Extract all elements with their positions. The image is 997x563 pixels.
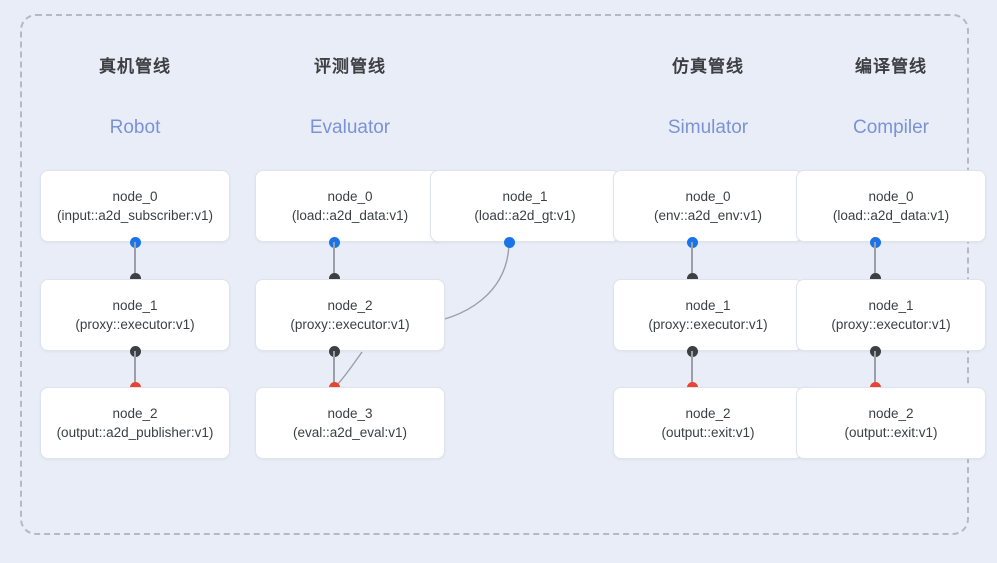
port-in-robot-1[interactable] [129,272,141,284]
node-name: node_3 [327,406,373,421]
node-type: (proxy::executor:v1) [290,317,410,332]
edge-simulator-1-2 [691,351,693,387]
edge-robot-0-1 [134,242,136,278]
node-evaluator-2[interactable]: node_2 (proxy::executor:v1) [255,279,445,351]
edge-compiler-1-2 [874,351,876,387]
pipeline-column-simulator: 仿真管线 Simulator [613,55,803,141]
node-type: (proxy::executor:v1) [75,317,195,332]
node-evaluator-gt[interactable]: node_1 (load::a2d_gt:v1) [430,170,620,242]
column-title-cn-simulator: 仿真管线 [672,57,744,76]
node-type: (env::a2d_env:v1) [653,208,763,223]
node-evaluator-0[interactable]: node_0 (load::a2d_data:v1) [255,170,445,242]
node-robot-1[interactable]: node_1 (proxy::executor:v1) [40,279,230,351]
column-title-cn-robot: 真机管线 [99,57,171,76]
node-type: (eval::a2d_eval:v1) [292,425,408,440]
node-simulator-1[interactable]: node_1 (proxy::executor:v1) [613,279,803,351]
pipeline-column-compiler: 编译管线 Compiler [796,55,986,141]
node-name: node_1 [112,298,158,313]
node-type: (output::exit:v1) [661,425,755,440]
column-title-cn-compiler: 编译管线 [855,57,927,76]
column-title-en-compiler: Compiler [852,117,930,138]
node-compiler-0[interactable]: node_0 (load::a2d_data:v1) [796,170,986,242]
node-name: node_2 [685,406,731,421]
edge-simulator-0-1 [691,242,693,278]
node-type: (output::a2d_publisher:v1) [56,425,214,440]
node-name: node_0 [327,189,373,204]
port-in-compiler-1[interactable] [869,272,881,284]
node-type: (proxy::executor:v1) [648,317,768,332]
node-name: node_0 [685,189,731,204]
node-type: (load::a2d_data:v1) [832,208,950,223]
pipeline-column-robot: 真机管线 Robot [40,55,230,141]
node-type: (load::a2d_gt:v1) [474,208,576,223]
column-title-en-simulator: Simulator [667,117,749,138]
edge-compiler-0-1 [874,242,876,278]
node-name: node_2 [112,406,158,421]
port-in-simulator-1[interactable] [686,272,698,284]
node-compiler-2[interactable]: node_2 (output::exit:v1) [796,387,986,459]
pipeline-column-evaluator: 评测管线 Evaluator [255,55,445,141]
node-name: node_1 [685,298,731,313]
node-name: node_0 [112,189,158,204]
node-type: (input::a2d_subscriber:v1) [56,208,214,223]
node-robot-2[interactable]: node_2 (output::a2d_publisher:v1) [40,387,230,459]
edge-evaluator-0-2 [333,242,335,278]
column-title-cn-evaluator: 评测管线 [314,57,386,76]
node-simulator-0[interactable]: node_0 (env::a2d_env:v1) [613,170,803,242]
node-simulator-2[interactable]: node_2 (output::exit:v1) [613,387,803,459]
node-name: node_0 [868,189,914,204]
node-name: node_1 [868,298,914,313]
port-out-evaluator-gt[interactable] [503,236,515,248]
port-in-evaluator-2[interactable] [328,272,340,284]
edge-robot-1-2 [134,351,136,387]
column-title-en-evaluator: Evaluator [309,117,391,138]
node-type: (proxy::executor:v1) [831,317,951,332]
node-name: node_1 [502,189,548,204]
diagram-outer-frame [20,14,969,535]
node-name: node_2 [327,298,373,313]
node-robot-0[interactable]: node_0 (input::a2d_subscriber:v1) [40,170,230,242]
column-title-en-robot: Robot [109,117,161,138]
node-type: (output::exit:v1) [844,425,938,440]
edge-evaluator-2-3 [333,351,335,387]
node-compiler-1[interactable]: node_1 (proxy::executor:v1) [796,279,986,351]
node-evaluator-3[interactable]: node_3 (eval::a2d_eval:v1) [255,387,445,459]
node-type: (load::a2d_data:v1) [291,208,409,223]
node-name: node_2 [868,406,914,421]
